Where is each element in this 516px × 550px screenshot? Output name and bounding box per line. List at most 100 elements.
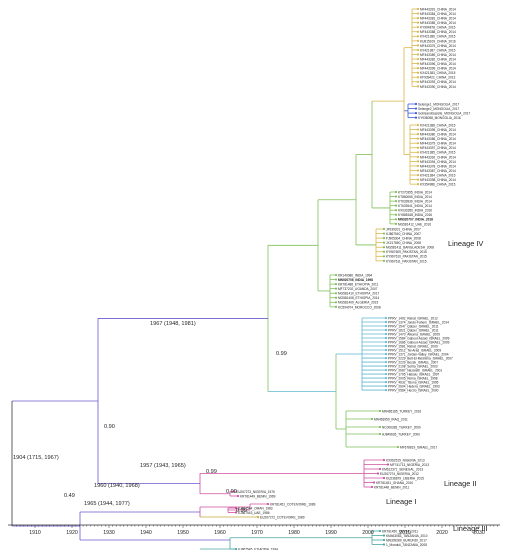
tip-label: KJ867544_OMAN_1983 bbox=[238, 506, 273, 510]
axis-tick-label: 2020 bbox=[436, 530, 448, 536]
tip-marker bbox=[394, 213, 398, 216]
tip-label: KR781451_COTEIVOIRE_1989 bbox=[270, 502, 316, 506]
tip-label: PPRV_1371_Jordan-Valley_ISRAEL_2004 bbox=[388, 352, 449, 356]
tip-marker bbox=[416, 123, 420, 127]
axis-tick-label: 1930 bbox=[103, 530, 115, 536]
tip-label: KC594074_MOROCCO_2008 bbox=[338, 305, 381, 309]
tip-label: MF443386_CHINA_2014 bbox=[420, 137, 456, 141]
tip-marker bbox=[414, 112, 418, 115]
tip-marker bbox=[384, 384, 388, 388]
tip-label: PPRV_2229_Beit-El-Mednima_ISRAEL_2007 bbox=[388, 356, 453, 360]
tip-marker bbox=[382, 259, 386, 262]
tip-marker bbox=[416, 57, 420, 61]
tip-label: MF678819_ISRAEL_2017 bbox=[400, 445, 437, 449]
axis-tick-label: 1960 bbox=[214, 530, 226, 536]
tip-marker bbox=[384, 364, 388, 368]
tip-label: MN465185_TURKEY_2016 bbox=[382, 409, 421, 413]
tip-label: KY888168_INDIA_2016 bbox=[398, 213, 432, 217]
tip-label: KX421384_CHINA_2015 bbox=[420, 173, 456, 177]
tip-label: Selenge1_MONGOLIA_2017 bbox=[418, 102, 460, 106]
tip-marker bbox=[416, 155, 420, 158]
tip-marker bbox=[378, 467, 382, 471]
tip-label: KR140086_INDIA_1994 bbox=[338, 273, 372, 277]
tip-marker bbox=[416, 137, 420, 140]
tip-marker bbox=[414, 116, 418, 119]
tip-label: MF443376_CHINA_2014 bbox=[420, 44, 456, 48]
tip-label: MG581412_UAE_2016 bbox=[398, 222, 431, 226]
axis-tick-label: 1990 bbox=[325, 530, 337, 536]
tip-label: KR781448_BENIN_2011 bbox=[374, 485, 409, 489]
tip-marker bbox=[416, 44, 420, 47]
tip-marker bbox=[334, 287, 338, 290]
tip-label: MF443398_CHINA_2014 bbox=[420, 178, 456, 182]
tip-label: KM612371_SENEGAL_2013 bbox=[382, 467, 423, 471]
tip-label: AJ849636_TURKEY_2000 bbox=[382, 432, 420, 436]
axis-tick-label: 1980 bbox=[288, 530, 300, 536]
node-label-n1: 0.90 bbox=[104, 424, 115, 430]
tip-label: MF443392_CHINA_2014 bbox=[420, 155, 456, 159]
tip-marker bbox=[334, 273, 338, 277]
tip-label: MF443389_CHINA_2014 bbox=[420, 53, 456, 57]
tip-label: KR781488_ETHIOPIA_2011 bbox=[338, 283, 379, 287]
tip-label: PPRV_0584_Herzlo_ISRAEL_2000 bbox=[388, 388, 439, 392]
tip-marker bbox=[334, 296, 338, 299]
tree-branches bbox=[11, 8, 418, 550]
node-label-n4b: 0.49 bbox=[64, 493, 75, 499]
tip-marker bbox=[416, 151, 420, 154]
tip-label: GobisandGazelle_MONGOLIA_2017 bbox=[418, 112, 470, 116]
tip-label: KY967611_PAKISTAN_2015 bbox=[386, 259, 427, 263]
tip-marker bbox=[334, 292, 338, 295]
axis-tick-label: 1950 bbox=[177, 530, 189, 536]
tip-marker bbox=[416, 85, 420, 88]
tip-label: MG581411_BANGLADESH_2008 bbox=[386, 246, 434, 250]
tip-label: KY994878_CHINA_2015 bbox=[420, 26, 456, 30]
tip-label: MF443382_CHINA_2014 bbox=[420, 57, 456, 61]
tip-label: KU815109_CHINA_2016 bbox=[420, 39, 456, 43]
tip-marker bbox=[416, 133, 420, 136]
tip-marker bbox=[416, 21, 420, 24]
tip-label: KJ867543_UAE_1986 bbox=[238, 511, 270, 515]
tip-label: Selenge2_MONGOLIA_2017 bbox=[418, 107, 460, 111]
tip-label: KR781450_KENYA_2011 bbox=[382, 529, 418, 533]
axis-tick-label: 1970 bbox=[251, 530, 263, 536]
tip-label: MF741713_NIGERIA_2013 bbox=[390, 463, 429, 467]
tip-marker bbox=[382, 232, 386, 235]
tip-marker bbox=[378, 432, 382, 436]
tip-marker bbox=[416, 128, 420, 131]
tip-label: MF443385_CHINA_2014 bbox=[420, 21, 456, 25]
tip-label: EU267274_NIGERIA_2012 bbox=[380, 472, 419, 476]
lineage-label: Lineage II bbox=[444, 479, 476, 488]
tip-label: MF443397_CHINA_2014 bbox=[420, 146, 456, 150]
tip-marker bbox=[416, 53, 420, 56]
tip-marker bbox=[394, 218, 398, 221]
tip-label: KT860065_INDIA_2014 bbox=[398, 195, 432, 199]
tip-label: FJ905304_CHINA_2008 bbox=[386, 237, 421, 241]
tip-label: MN309289_BURUNDI_2017 bbox=[386, 538, 427, 542]
tip-label: MF443399_CHINA_2014 bbox=[420, 67, 456, 71]
tip-marker bbox=[234, 547, 238, 550]
tip-label: MF443380_CHINA_2014 bbox=[420, 133, 456, 137]
tip-marker bbox=[416, 39, 420, 42]
tree-tip-labels: MF443391_CHINA_2014MF443384_CHINA_2014MF… bbox=[232, 7, 470, 550]
tip-label: JF939201_CHINA_2007 bbox=[386, 227, 421, 231]
tip-label: MF443387_CHINA_2014 bbox=[420, 169, 456, 173]
tip-label: KR781451_GHANA_2010 bbox=[376, 481, 413, 485]
node-label-n3b: 0.99 bbox=[226, 489, 237, 495]
tip-marker bbox=[416, 7, 420, 11]
tip-label: MF737202_UGANDA_2007 bbox=[338, 287, 378, 291]
tip-marker bbox=[384, 336, 388, 340]
tip-label: PPRV_2604_Hadera_ISRAEL_1993 bbox=[388, 384, 440, 388]
tip-marker bbox=[266, 502, 270, 506]
tip-marker bbox=[416, 26, 420, 29]
tip-label: KX421385_CHINA_2015 bbox=[420, 151, 456, 155]
tip-label: MF443395_CHINA_2014 bbox=[420, 128, 456, 132]
tip-marker bbox=[394, 204, 398, 207]
tip-label: PPRV_2687_Nazareth_ISRAEL_2001 bbox=[388, 368, 442, 372]
tip-marker bbox=[384, 356, 388, 360]
tip-marker bbox=[382, 534, 386, 537]
tip-label: MF443381_CHINA_2014 bbox=[420, 17, 456, 21]
tip-marker bbox=[396, 445, 400, 449]
node-label-n1c: 0.99 bbox=[276, 351, 287, 357]
